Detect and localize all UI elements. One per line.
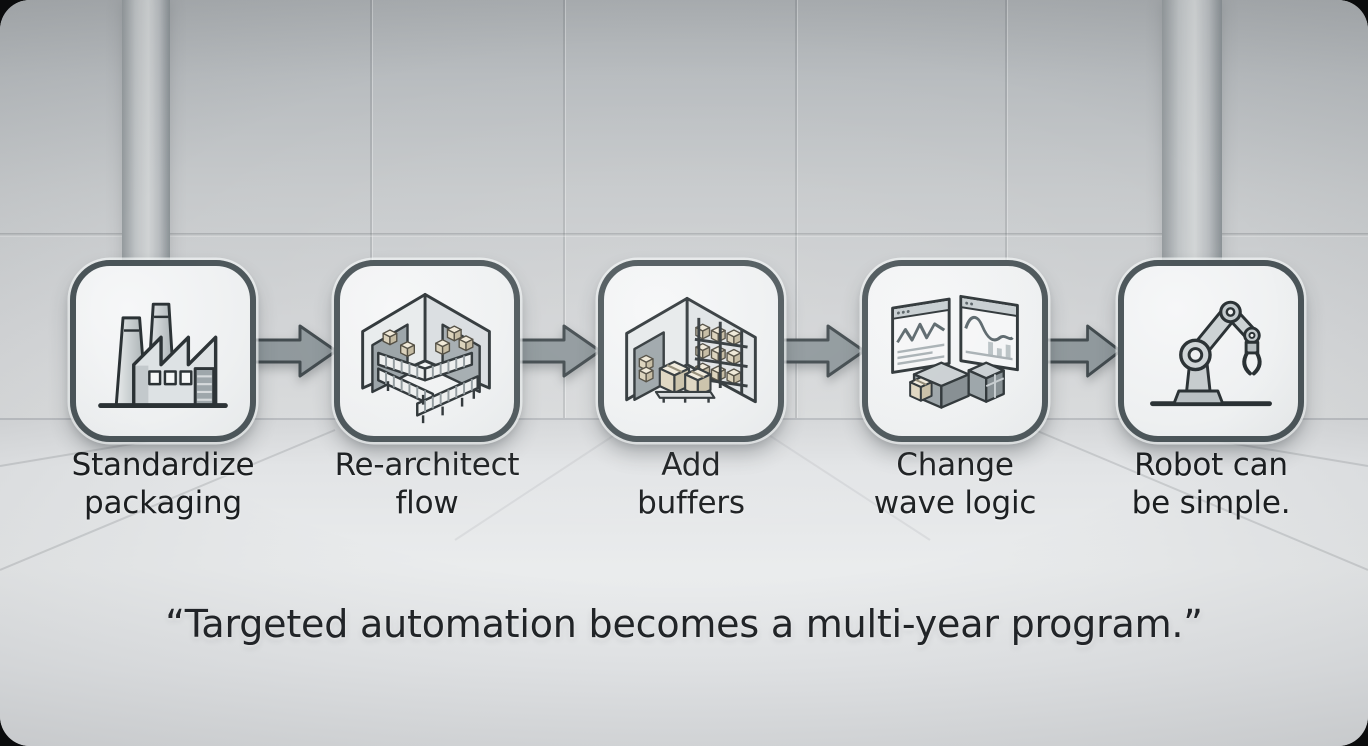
step-label-standardize-packaging: Standardize packaging [71, 447, 255, 521]
wall-seam [563, 0, 565, 420]
flow-arrow-icon [250, 322, 338, 380]
dashboard-monitors-icon [891, 294, 1019, 409]
step-card-change-wave-logic [862, 260, 1048, 442]
step-card-rearchitect-flow [334, 260, 520, 442]
step-label-change-wave-logic: Change wave logic [873, 447, 1037, 521]
step-card-standardize-packaging [70, 260, 256, 442]
robot-arm-icon [1150, 300, 1272, 407]
wall-seam-horizontal [0, 233, 1368, 237]
warehouse-shelves-icon [625, 296, 757, 404]
step-label-add-buffers: Add buffers [637, 447, 745, 521]
caption-quote: “Targeted automation becomes a multi-yea… [165, 602, 1203, 646]
wall-seam [370, 0, 372, 420]
step-label-robot-simple: Robot can be simple. [1131, 447, 1291, 521]
step-card-robot-simple [1118, 260, 1304, 442]
wall-seam [795, 0, 797, 420]
step-card-add-buffers [598, 260, 784, 442]
wall-seam [1005, 0, 1007, 420]
step-label-rearchitect-flow: Re-architect flow [334, 447, 520, 521]
conveyor-warehouse-icon [361, 292, 491, 424]
flow-arrow-icon [514, 322, 602, 380]
flow-arrow-icon [1042, 322, 1122, 380]
flow-arrow-icon [778, 322, 866, 380]
factory-icon [98, 302, 228, 409]
